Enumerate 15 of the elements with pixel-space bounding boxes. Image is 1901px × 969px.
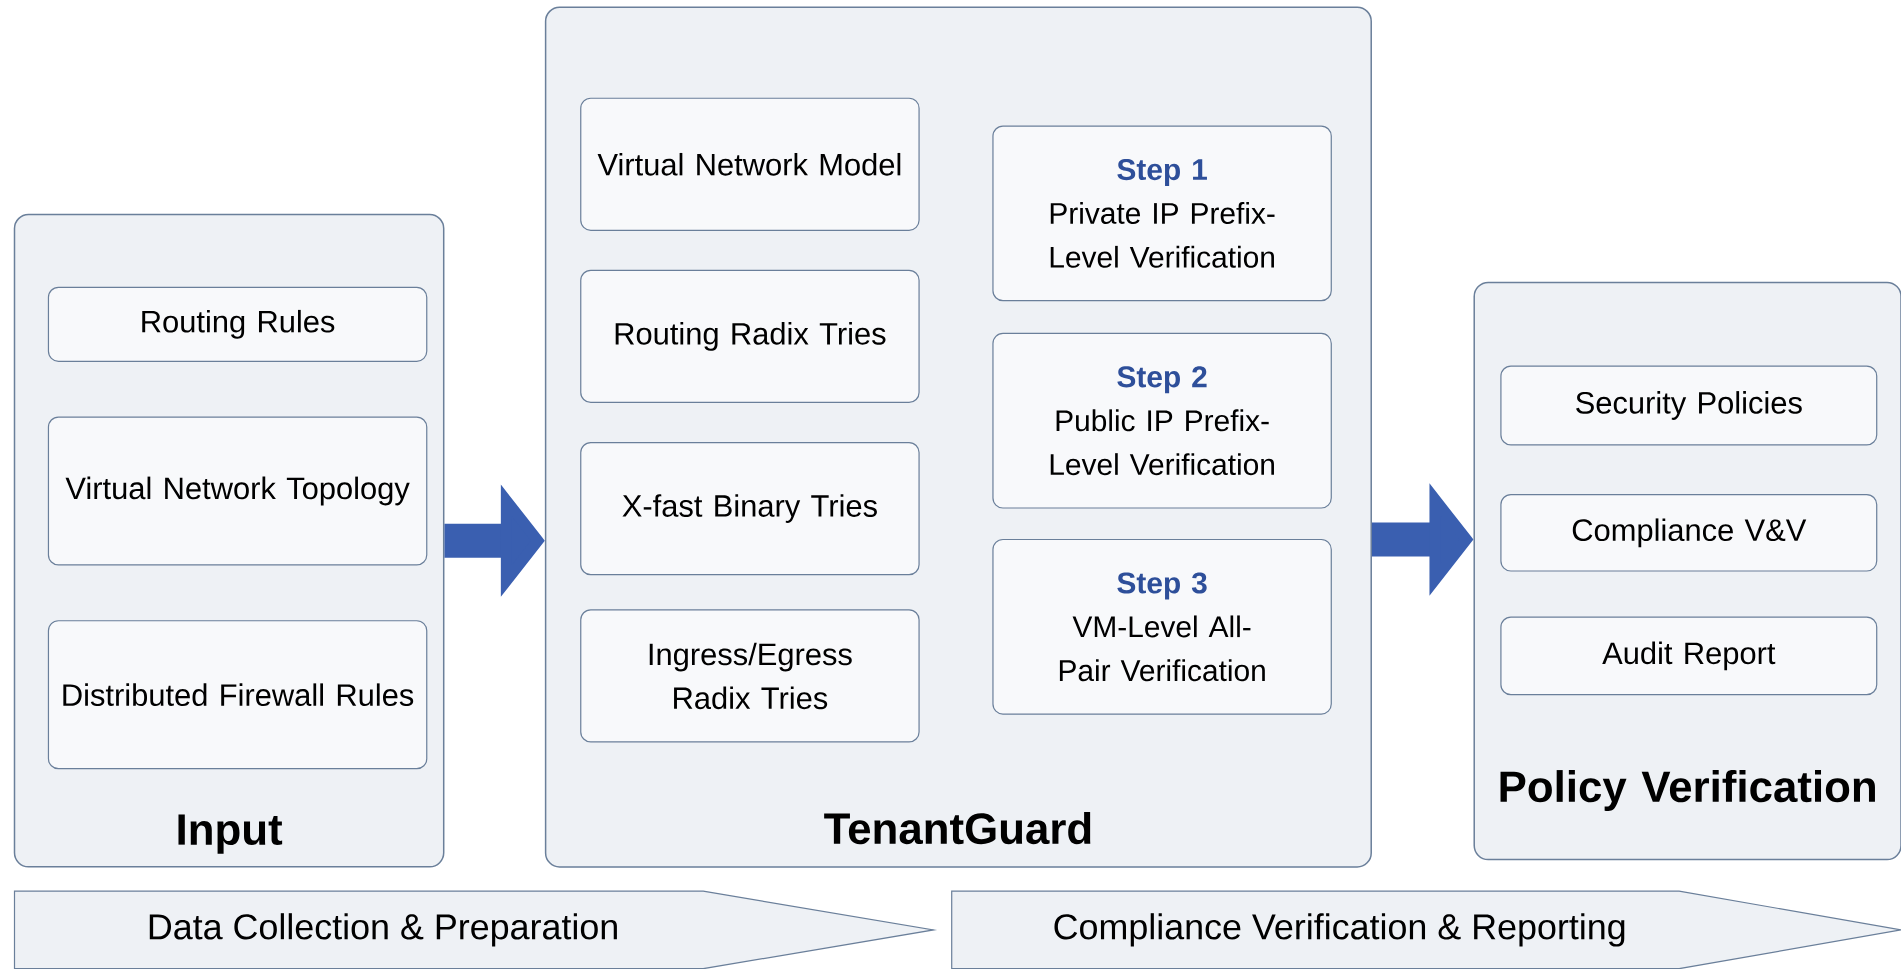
component-box: Virtual Network Topology [47, 416, 428, 566]
component-box: Audit Report [1500, 616, 1878, 696]
component-box: Routing Rules [47, 286, 428, 362]
step-box: Step 3 VM-Level All-Pair Verification [992, 538, 1332, 715]
component-box: Compliance V&V [1500, 494, 1878, 572]
step-box: Step 1 Private IP Prefix-Level Verification [992, 125, 1332, 302]
component-box: Virtual Network Model [580, 97, 920, 231]
step-box: Step 2 Public IP Prefix-Level Verification [992, 332, 1332, 509]
component-box: Security Policies [1500, 365, 1878, 446]
phase-chevron: Data Collection & Preparation [13, 890, 938, 969]
phase-chevron: Compliance Verification & Reporting [951, 890, 1901, 969]
component-box: X-fast Binary Tries [580, 441, 920, 576]
component-box: Routing Radix Tries [580, 269, 920, 404]
component-box: Ingress/Egress Radix Tries [580, 609, 920, 743]
component-box: Distributed Firewall Rules [47, 620, 428, 770]
